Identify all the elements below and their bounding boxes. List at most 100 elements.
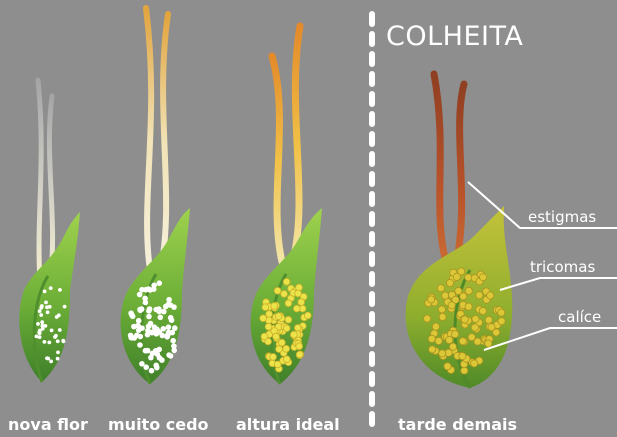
trichome-dot [279,339,286,346]
trichome-dot [479,274,486,281]
trichome-dot [281,291,288,298]
trichome-dot [285,300,292,307]
trichome-dot [43,340,47,344]
trichome-dot [296,351,303,358]
trichome-dot [143,300,149,306]
trichome-dot [62,340,66,344]
trichome-dot [271,303,278,310]
trichome-dot [137,292,143,298]
stigma [272,56,282,262]
trichome-dot [149,368,155,374]
trichome-dot [156,306,162,312]
trichome-dot [136,318,142,324]
trichome-dot [166,324,172,330]
trichome-dot [44,324,48,328]
trichome-dot [424,315,431,322]
trichome-dot [448,302,455,309]
trichome-dot [432,323,439,330]
callout-tricomas-line [500,278,617,290]
trichome-dot [57,313,61,317]
trichome-dot [50,329,54,333]
stigma [160,14,168,272]
trichome-dot [459,338,466,345]
trichome-dot [293,305,300,312]
trichome-dot [35,335,39,339]
trichome-dot [139,325,145,331]
trichome-dot [38,335,42,339]
trichome-dot [294,325,301,332]
trichome-dot [143,348,149,354]
trichome-dot [465,303,472,310]
trichome-dot [137,342,143,348]
trichome-dot [274,287,281,294]
trichome-dot [285,316,292,323]
stage-label-altura-ideal: altura ideal [236,415,340,434]
trichome-dot [260,315,267,322]
trichome-dot [168,315,174,321]
trichome-dot [479,307,486,314]
trichome-dot [438,306,445,313]
stage-label-tarde-demais: tarde demais [398,415,517,434]
stigma [292,26,300,264]
trichome-dot [49,360,53,364]
trichome-dot [476,292,483,299]
trichome-dot [471,360,478,367]
trichome-dot [63,305,67,309]
trichome-dot [46,310,50,314]
trichome-dot [273,333,280,340]
trichome-dot [283,345,290,352]
trichome-dot [261,333,268,340]
trichome-dot [485,340,492,347]
trichome-dot [56,357,60,361]
trichome-dot [128,310,134,316]
bud-nova-flor [19,80,80,382]
trichome-dot [274,361,281,368]
trichome-dot [168,353,174,359]
trichome-dot [485,316,492,323]
trichome-dot [166,297,172,303]
trichome-dot [472,315,479,322]
trichome-dot [296,343,303,350]
trichome-dot [56,351,60,355]
trichome-dot [56,339,60,343]
trichome-dot [156,347,162,353]
calyx [19,212,80,382]
trichome-dot [498,318,505,325]
trichome-dot [465,287,472,294]
calyx [121,208,190,384]
trichome-dot [298,299,305,306]
trichome-dot [471,324,478,331]
trichome-dot [40,304,44,308]
trichome-dot [439,350,446,357]
trichome-dot [40,320,44,324]
trichome-dot [53,335,57,339]
stigma [434,74,446,262]
trichome-dot [160,333,166,339]
trichome-dot [38,309,42,313]
trichome-dot [283,325,290,332]
title: COLHEITA [386,21,523,52]
part-label-tricomas: tricomas [530,258,595,276]
trichome-dot [146,314,152,320]
trichome-dot [147,306,153,312]
trichome-dot [444,363,451,370]
trichome-dot [461,316,468,323]
part-label-estigmas: estigmas [528,208,596,226]
trichome-dot [48,305,52,309]
trichome-dot [139,287,145,293]
trichome-dot [275,313,282,320]
trichome-dot [304,312,311,319]
stigma [38,80,41,280]
part-label-calice: calíce [558,308,601,326]
trichome-dot [165,302,171,308]
trichome-dot [493,329,500,336]
trichome-dot [46,357,50,361]
trichome-dot [153,363,159,369]
trichome-dot [446,336,453,343]
trichome-dot [437,285,444,292]
stigma [146,8,151,270]
trichome-dot [446,279,453,286]
trichome-dot [44,301,48,305]
